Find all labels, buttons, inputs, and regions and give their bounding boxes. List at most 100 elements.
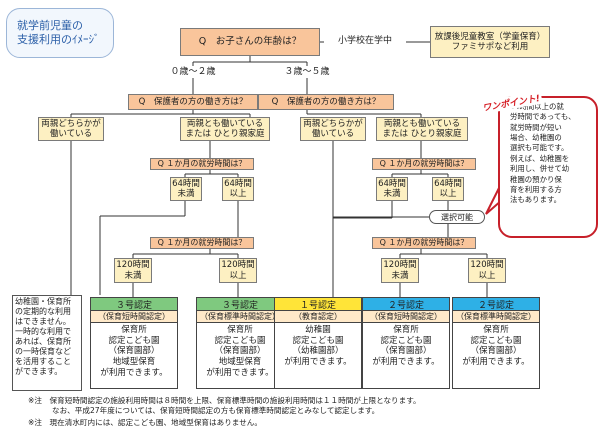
- cert-body-line: （保育園部）: [214, 346, 266, 357]
- answer-64-over-left: 64時間 以上: [222, 177, 254, 201]
- cert-body-line: （保育園部）: [380, 346, 432, 357]
- answer-120-over-left: 120時間 以上: [219, 258, 257, 283]
- cert-body-line: 認定こども園: [292, 335, 344, 346]
- answer-line: 64時間: [172, 178, 200, 189]
- cert-body: 保育所認定こども園（保育園部）が利用できます。: [452, 322, 540, 389]
- answer-either-works-left: 両親どちらかが 働いている: [38, 117, 104, 141]
- callout-line: 利用し、併せて幼: [510, 164, 570, 174]
- cert-body-line: 保育所: [121, 325, 147, 335]
- answer-line: 未満: [391, 270, 409, 281]
- cert-body-line: 保育所: [227, 325, 253, 335]
- answer-line: または ひとり親家庭: [382, 129, 462, 139]
- cert-body-line: が利用できます。: [100, 367, 168, 378]
- cert-body: 幼稚園認定こども園（幼稚園部）が利用できます。: [274, 322, 362, 389]
- cert-body-line: 地域型保育: [112, 356, 156, 367]
- answer-line: 働いている: [49, 129, 93, 139]
- answer-line: 未満: [383, 189, 401, 199]
- cert-title: １号認定: [274, 297, 362, 311]
- answer-64-under-left: 64時間 未満: [170, 177, 202, 201]
- callout-line: 法もあります。: [510, 195, 561, 205]
- answer-line: 以上: [478, 270, 496, 281]
- cert-body-line: 認定こども園: [108, 335, 160, 346]
- cert-card-2-standard: ２号認定（保育標準時間認定）保育所認定こども園（保育園部）が利用できます。: [452, 297, 540, 389]
- answer-line: 120時間: [383, 260, 417, 271]
- note-line: の一時保育など: [15, 347, 71, 356]
- cert-body-line: 認定こども園: [470, 335, 522, 346]
- answer-line: 以上: [229, 189, 247, 199]
- answer-age-3-5: ３歳～５歳: [278, 66, 336, 78]
- cert-body-line: 保育所: [483, 325, 509, 335]
- answer-elementary: 小学校在学中: [324, 34, 406, 49]
- answer-64-under-right: 64時間 未満: [376, 177, 408, 201]
- answer-line: 以上: [229, 270, 247, 281]
- cert-title: ３号認定: [196, 297, 284, 311]
- cert-body-line: 地域型保育: [218, 356, 262, 367]
- question-age: Q お子さんの年齢は？: [180, 28, 320, 56]
- cert-body-line: が利用できます。: [284, 356, 352, 367]
- note-line: 幼稚園・保育所: [15, 297, 71, 306]
- kindergarten-note: 幼稚園・保育所 の定期的な利用 はできません。 一時的な利用で あれば、保育所 …: [12, 295, 82, 391]
- answer-line: 両親どちらかが: [41, 118, 101, 129]
- answer-line: 120時間: [116, 260, 150, 271]
- cert-title: ２号認定: [362, 297, 450, 311]
- cert-body: 保育所認定こども園（保育園部）地域型保育が利用できます。: [196, 322, 284, 389]
- answer-line: 120時間: [470, 260, 504, 271]
- answer-line: 64時間: [224, 178, 252, 189]
- answer-120-over-right: 120時間 以上: [468, 258, 506, 283]
- choice-available-label: 選択可能: [429, 210, 485, 224]
- cert-body: 保育所認定こども園（保育園部）が利用できます。: [362, 322, 450, 389]
- diagram-title: 就学前児童の 支援利用のｲﾒｰｼﾞ: [6, 8, 114, 58]
- answer-age-0-2: ０歳～２歳: [164, 66, 222, 78]
- answer-either-works-right: 両親どちらかが 働いている: [300, 117, 366, 141]
- title-line-1: 就学前児童の: [17, 18, 83, 32]
- callout-line: 64時間以上の就: [510, 102, 564, 111]
- cert-body-line: が利用できます。: [372, 356, 440, 367]
- cert-title: ３号認定: [90, 297, 178, 311]
- callout-line: 例えば、幼稚園を: [510, 153, 570, 163]
- cert-card-3-standard: ３号認定（保育標準時間認定）保育所認定こども園（保育園部）地域型保育が利用できま…: [196, 297, 284, 389]
- answer-line: 両親とも働いている: [186, 118, 264, 129]
- question-work-left: Q 保護者の方の働き方は？: [128, 94, 258, 110]
- answer-line: 働いている: [311, 129, 355, 139]
- afterschool-line-2: ファミサポなど利用: [451, 42, 529, 52]
- afterschool-box: 放課後児童教室（学童保育） ファミサポなど利用: [430, 26, 550, 58]
- answer-line: 64時間: [434, 178, 462, 189]
- callout-line: 育を利用する方: [510, 184, 562, 194]
- answer-64-over-right: 64時間 以上: [432, 177, 464, 201]
- note-line: ができます。: [15, 367, 63, 376]
- title-line-2: 支援利用のｲﾒｰｼﾞ: [17, 33, 100, 46]
- answer-line: 両親どちらかが: [303, 118, 363, 129]
- answer-line: 120時間: [221, 260, 255, 271]
- question-hours-4: Q １か月の就労時間は？: [372, 237, 476, 249]
- cert-body-line: （保育園部）: [108, 346, 160, 357]
- answer-line: または ひとり親家庭: [185, 129, 265, 139]
- note-line: の定期的な利用: [15, 307, 71, 316]
- note-line: あれば、保育所: [15, 337, 71, 346]
- cert-body-line: が利用できます。: [462, 356, 530, 367]
- answer-line: 64時間: [378, 178, 406, 189]
- note-line: を活用すること: [15, 357, 71, 366]
- cert-card-1-education: １号認定（教育認定）幼稚園認定こども園（幼稚園部）が利用できます。: [274, 297, 362, 389]
- callout-line: 労時間であっても、: [510, 112, 576, 122]
- afterschool-line-1: 放課後児童教室（学童保育）: [434, 31, 546, 42]
- footnote-2: なお、平成27年度については、保育短時間認定の方も保育標準時間認定とみなして認定…: [52, 406, 380, 415]
- answer-line: 未満: [124, 270, 142, 281]
- cert-body-line: （保育園部）: [470, 346, 522, 357]
- answer-both-work-right: 両親とも働いている または ひとり親家庭: [376, 117, 468, 141]
- callout-line: 就労時間が短い: [510, 122, 562, 132]
- answer-line: 以上: [439, 189, 457, 199]
- question-hours-2: Q １か月の就労時間は？: [150, 237, 254, 249]
- footnote-3: ※注 現在清水町内には、認定こども園、地域型保育はありません。: [28, 418, 262, 427]
- answer-line: 未満: [177, 189, 195, 199]
- answer-line: 両親とも働いている: [383, 118, 461, 129]
- question-hours-1: Q １か月の就労時間は？: [150, 158, 254, 170]
- cert-body-line: 幼稚園: [305, 325, 331, 335]
- cert-body-line: 認定こども園: [380, 335, 432, 346]
- callout-line: 稚園の預かり保: [510, 174, 562, 184]
- callout-line: 場合、幼稚園の: [510, 133, 562, 143]
- answer-120-under-left: 120時間 未満: [114, 258, 152, 283]
- cert-card-2-short: ２号認定（保育短時間認定）保育所認定こども園（保育園部）が利用できます。: [362, 297, 450, 389]
- cert-body-line: 保育所: [393, 325, 419, 335]
- note-line: はできません。: [15, 317, 71, 326]
